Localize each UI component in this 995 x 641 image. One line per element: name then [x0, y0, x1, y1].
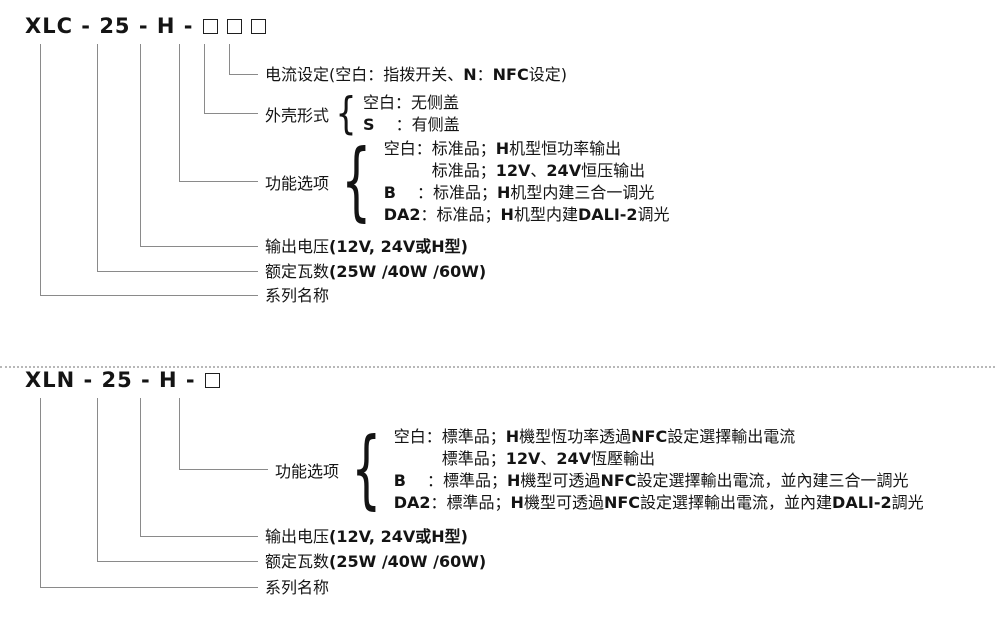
label-series-name: 系列名称: [265, 578, 330, 597]
connector-output-voltage: [140, 398, 258, 537]
option-line-b: B ：標準品；H機型可透過NFC設定選擇輸出電流，並內建三合一調光: [393, 471, 909, 490]
model-digit-box: [204, 372, 220, 388]
function-options-group: 功能选项 { 空白：标准品；H机型恒功率输出 标准品；12V、24V恒压输出 B…: [265, 138, 670, 226]
case-type-group: 外壳形式 { 空白：无侧盖 S ：有侧盖: [265, 92, 460, 136]
case-type-options: 空白：无侧盖 S ：有侧盖: [363, 92, 460, 136]
dotted-separator-line: [0, 366, 995, 368]
connector-series-name: [40, 398, 258, 588]
curly-brace-icon: {: [351, 419, 382, 520]
option-line-da2: DA2：标准品；H机型内建DALI-2调光: [383, 205, 670, 224]
model-code-row-xln: XLN - 25 - H -: [25, 368, 220, 392]
connector-rated-wattage: [97, 398, 258, 562]
connector-series-name: [40, 44, 258, 296]
label-function-options: 功能选项: [265, 174, 330, 193]
label-current-setting: 电流设定(空白：指拨开关、N：NFC设定): [265, 65, 567, 84]
function-options-group: 功能选项 { 空白：標準品；H機型恆功率透過NFC設定選擇輸出電流 標準品；12…: [275, 426, 924, 514]
function-options-list: 空白：標準品；H機型恆功率透過NFC設定選擇輸出電流 標準品；12V、24V恆壓…: [394, 426, 924, 514]
connector-rated-wattage: [97, 44, 258, 272]
option-line-blank: 空白：无侧盖: [363, 93, 460, 112]
option-line-s: S ：有侧盖: [363, 115, 460, 134]
label-rated-wattage: 额定瓦数(25W /40W /60W): [265, 552, 487, 571]
connector-function-options: [179, 398, 268, 470]
label-series-name: 系列名称: [265, 286, 330, 305]
function-options-list: 空白：标准品；H机型恒功率输出 标准品；12V、24V恒压输出 B ：标准品；H…: [384, 138, 670, 226]
option-line-da2: DA2：標準品；H機型可透過NFC設定選擇輸出電流，並內建DALI-2調光: [393, 493, 924, 512]
model-code-row-xlc: XLC - 25 - H -: [25, 14, 266, 38]
option-line-blank-h: 空白：标准品；H机型恒功率输出: [383, 139, 622, 158]
option-line-standard: 標準品；12V、24V恆壓輸出: [393, 449, 656, 468]
option-line-blank-h: 空白：標準品；H機型恆功率透過NFC設定選擇輸出電流: [393, 427, 796, 446]
label-case-type: 外壳形式: [265, 106, 330, 125]
model-digit-box: [202, 18, 218, 34]
label-output-voltage: 输出电压(12V, 24V或H型): [265, 527, 468, 546]
curly-brace-icon: {: [341, 131, 372, 232]
connector-current-setting: [229, 44, 258, 75]
model-code-text: XLC - 25 - H -: [25, 14, 194, 38]
curly-brace-icon: {: [335, 88, 357, 140]
connector-function-options: [179, 44, 258, 182]
model-code-text: XLN - 25 - H -: [25, 368, 196, 392]
label-function-options: 功能选项: [275, 462, 340, 481]
option-line-standard: 标准品；12V、24V恒压输出: [383, 161, 646, 180]
connector-case-type: [204, 44, 258, 114]
model-digit-box: [250, 18, 266, 34]
label-rated-wattage: 额定瓦数(25W /40W /60W): [265, 262, 487, 281]
model-digit-box: [226, 18, 242, 34]
label-output-voltage: 输出电压(12V, 24V或H型): [265, 237, 468, 256]
option-line-b: B ：标准品；H机型内建三合一调光: [383, 183, 655, 202]
connector-output-voltage: [140, 44, 258, 247]
